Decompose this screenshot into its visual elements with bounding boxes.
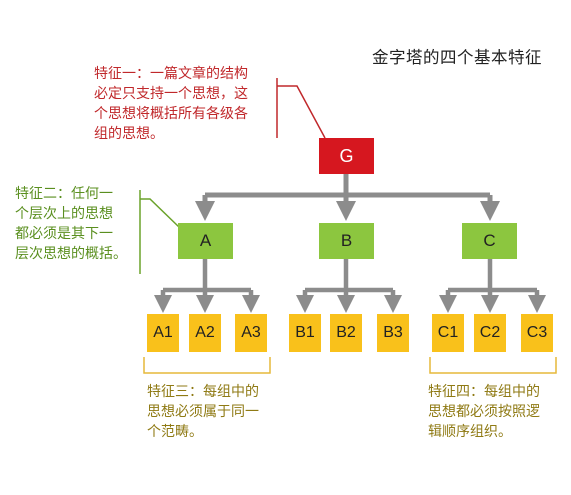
feature1-line: 特征一：一篇文章的结构 [94, 66, 248, 82]
feature3-bracket [143, 357, 271, 374]
feature1-line: 组的思想。 [94, 126, 164, 142]
feature2-line: 个层次上的思想 [15, 206, 113, 222]
feature4-line: 辑顺序组织。 [428, 424, 512, 440]
feature2-line: 层次思想的概括。 [15, 246, 127, 262]
node-c3: C3 [521, 314, 553, 352]
node-g: G [319, 138, 374, 174]
node-a2: A2 [189, 314, 221, 352]
node-c: C [462, 223, 517, 259]
node-c1: C1 [432, 314, 464, 352]
feature2-line: 都必须是其下一 [15, 226, 113, 242]
node-b: B [319, 223, 374, 259]
feature1-line: 个思想将概括所有各级各 [94, 106, 248, 122]
feature1-leader [277, 85, 326, 139]
feature4-line: 思想都必须按照逻 [428, 404, 540, 420]
feature2-note: 特征二：任何一 个层次上的思想 都必须是其下一 层次思想的概括。 [15, 184, 127, 264]
feature3-note: 特征三：每组中的 思想必须属于同一 个范畴。 [147, 382, 259, 442]
node-a1: A1 [147, 314, 179, 352]
node-c2: C2 [474, 314, 506, 352]
feature3-line: 思想必须属于同一 [147, 404, 259, 420]
feature2-callout [139, 190, 181, 274]
root-connectors [195, 174, 500, 221]
feature3-line: 特征三：每组中的 [147, 384, 259, 400]
node-b1: B1 [289, 314, 321, 352]
feature4-bracket [429, 357, 557, 374]
c-connectors [439, 259, 546, 313]
feature1-callout [276, 78, 326, 139]
b-connectors [296, 259, 402, 313]
feature1-line: 必定只支持一个思想，这 [94, 86, 248, 102]
feature2-line: 特征二：任何一 [15, 186, 113, 202]
feature3-line: 个范畴。 [147, 424, 203, 440]
feature4-line: 特征四：每组中的 [428, 384, 540, 400]
node-b3: B3 [377, 314, 409, 352]
feature4-note: 特征四：每组中的 思想都必须按照逻 辑顺序组织。 [428, 382, 540, 442]
feature2-leader [140, 198, 181, 229]
node-b2: B2 [330, 314, 362, 352]
feature1-note: 特征一：一篇文章的结构 必定只支持一个思想，这 个思想将概括所有各级各 组的思想… [94, 64, 248, 144]
node-a3: A3 [235, 314, 267, 352]
diagram-title: 金字塔的四个基本特征 [372, 48, 542, 67]
node-a: A [178, 223, 233, 259]
a-connectors [154, 259, 260, 313]
